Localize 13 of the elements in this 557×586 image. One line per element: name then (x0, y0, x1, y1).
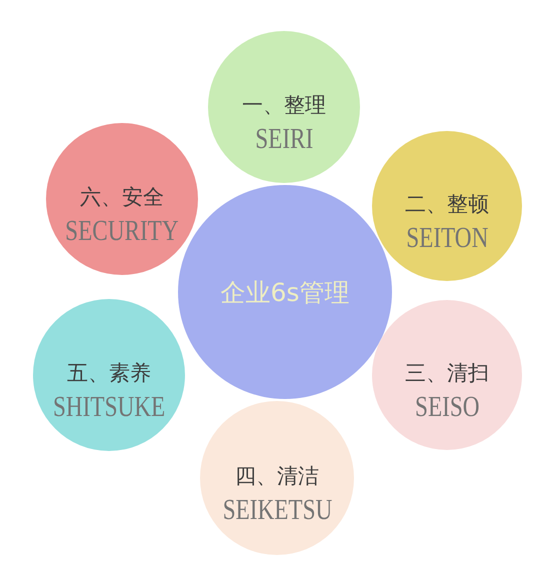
step-term: SEISO (414, 392, 480, 422)
step-title: 五、素养 (67, 362, 151, 384)
step-title: 一、整理 (242, 94, 326, 116)
step-term: SEITON (406, 224, 488, 252)
step-title: 二、整顿 (405, 194, 489, 214)
step-title: 四、清洁 (235, 466, 319, 486)
hub-title: 企业6s管理 (220, 280, 350, 304)
step-term: SECURITY (65, 216, 179, 246)
step-term: SEIKETSU (222, 496, 332, 524)
step-term: SEIRI (255, 124, 313, 154)
step-title: 六、安全 (80, 186, 164, 208)
step-title: 三、清扫 (405, 362, 489, 384)
step-term: SHITSUKE (52, 392, 166, 422)
